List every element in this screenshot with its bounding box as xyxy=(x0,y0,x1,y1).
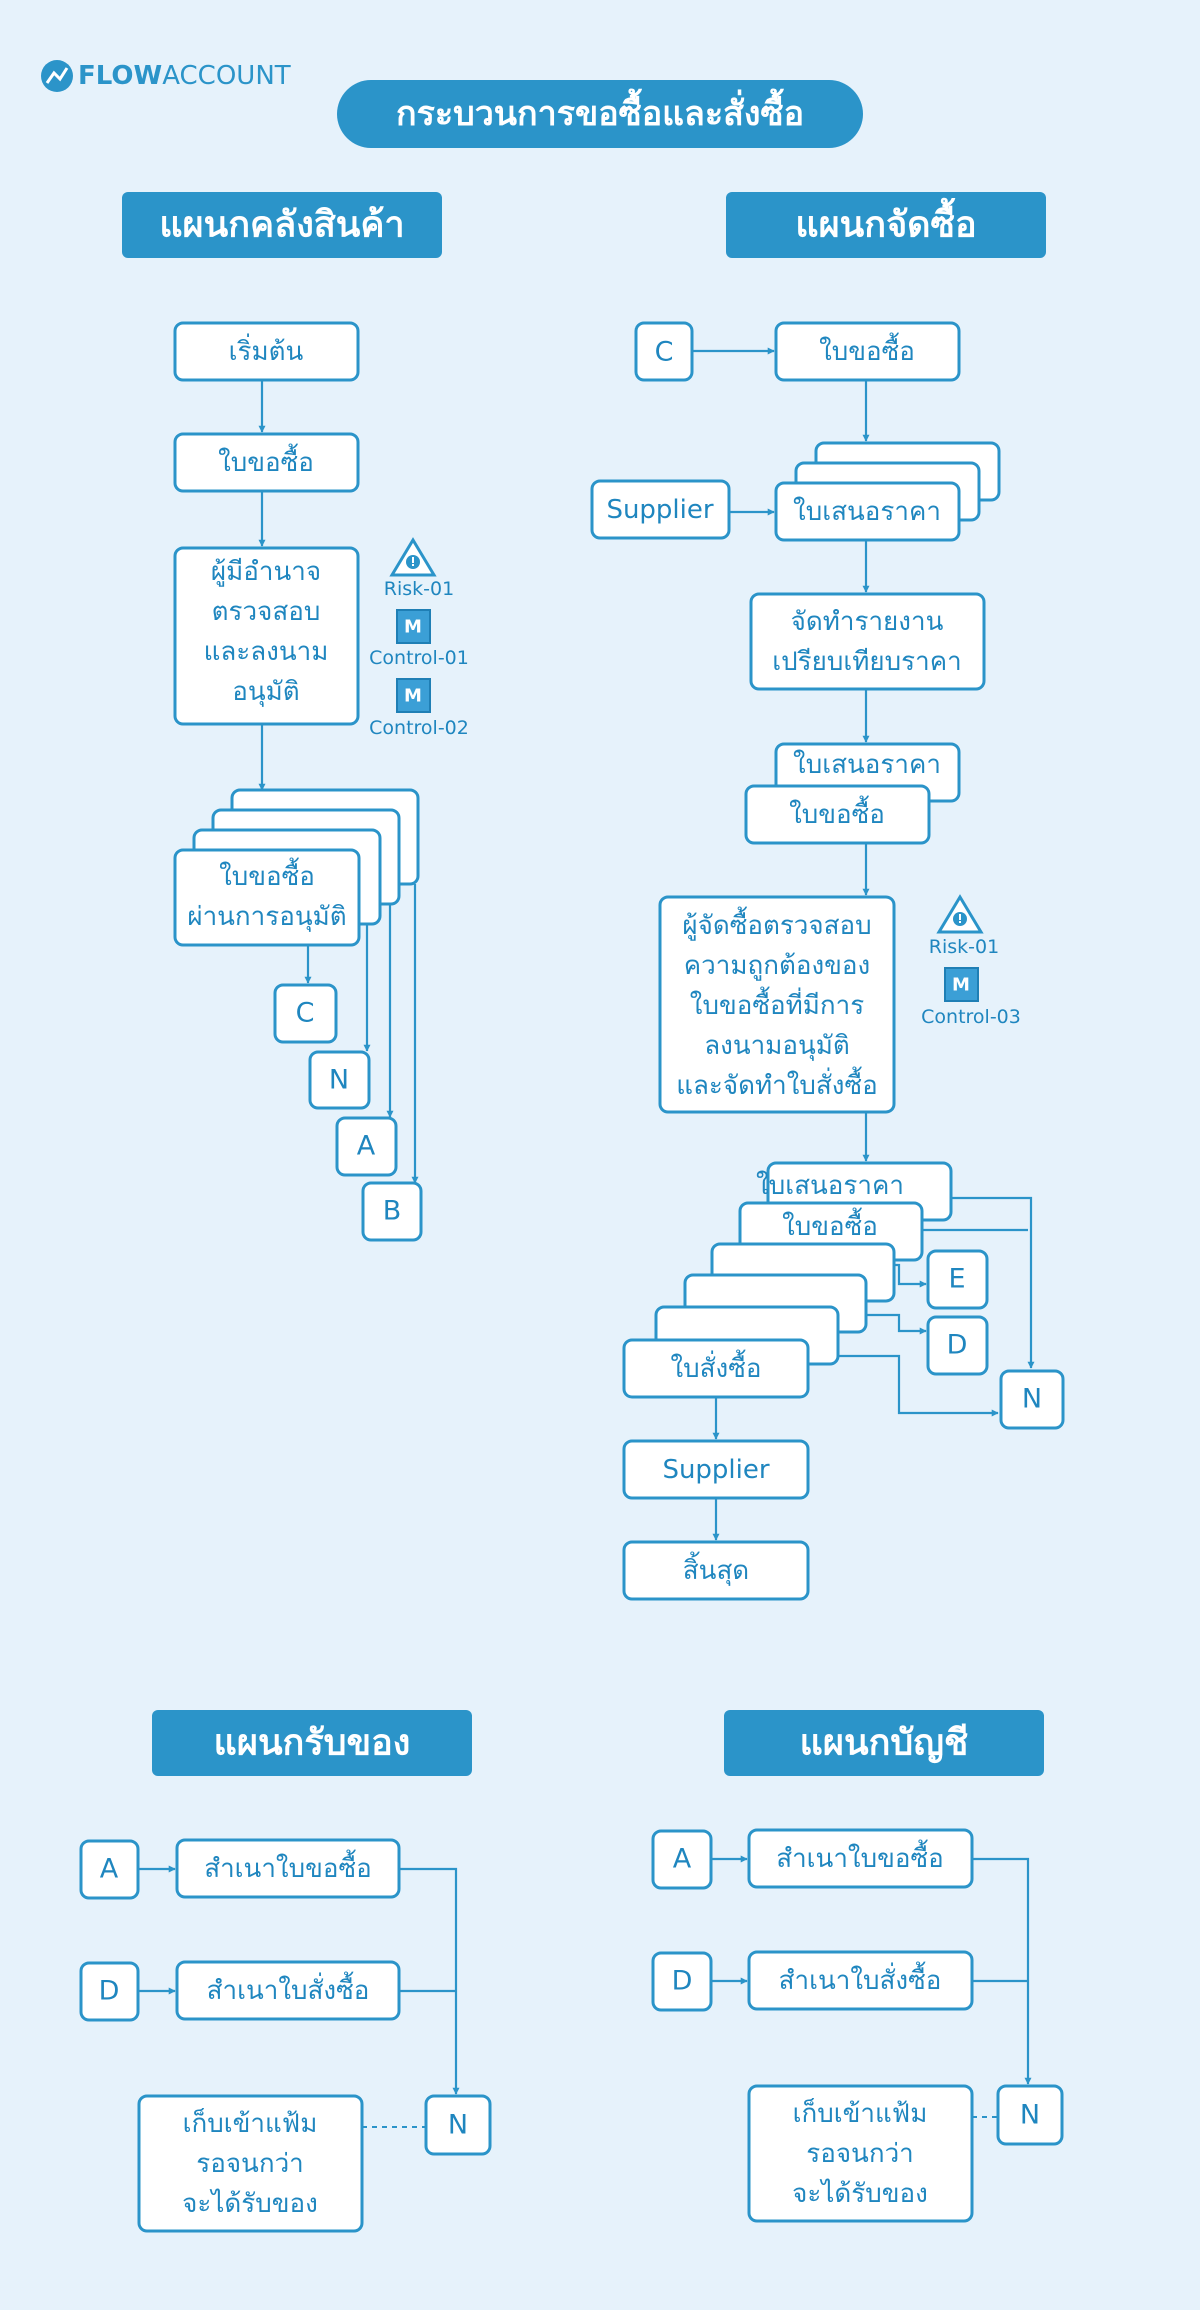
compare-report-line-1: จัดทำรายงาน xyxy=(791,607,944,637)
compare-report-line-2: เปรียบเทียบราคา xyxy=(772,647,961,677)
connector-n-in xyxy=(999,1369,1065,1430)
control-03-label: Control-03 xyxy=(921,1006,1021,1028)
logo-rest: ACCOUNT xyxy=(162,61,291,91)
purchasing-supplier-final-label: Supplier xyxy=(662,1455,769,1485)
receiving-connector-d-label: D xyxy=(99,1976,120,2007)
accounting-file-line-2: รอจนกว่า xyxy=(806,2139,914,2169)
header-accounting-label: แผนกบัญชี xyxy=(800,1723,969,1764)
approver-line-3: และลงนาม xyxy=(204,637,329,667)
warehouse-pr xyxy=(173,432,360,493)
receiving-connector-n-label: N xyxy=(448,2110,468,2141)
receiving-file xyxy=(137,2094,364,2233)
purchasing-pr-label: ใบขอซื้อ xyxy=(819,332,915,367)
logo-bold: FLOW xyxy=(78,61,162,91)
connector-d-out-label: D xyxy=(947,1330,968,1361)
purchasing-end xyxy=(622,1540,810,1601)
connector-a-out xyxy=(335,1116,398,1177)
compare-report xyxy=(749,592,986,691)
control-01-label: Control-01 xyxy=(369,647,469,669)
control-01-icon xyxy=(396,609,431,644)
pr-attached xyxy=(744,784,931,845)
accounting-file xyxy=(747,2084,974,2223)
connector-d-out xyxy=(926,1315,989,1376)
buyer-review-line-3: ใบขอซื้อที่มีการ xyxy=(690,986,864,1021)
control-03-m: M xyxy=(952,975,970,996)
approver-line-1: ผู้มีอำนาจ xyxy=(211,557,321,587)
accounting-connector-n-label: N xyxy=(1020,2100,1040,2131)
header-accounting xyxy=(724,1710,1044,1776)
control-02-label: Control-02 xyxy=(369,717,469,739)
control-02-icon xyxy=(396,678,431,713)
quotation-final-label: ใบเสนอราคา xyxy=(756,1171,904,1201)
connector-n-in-label: N xyxy=(1022,1384,1042,1415)
warehouse-start xyxy=(173,321,360,382)
connector-e-out-label: E xyxy=(948,1264,965,1295)
header-receiving xyxy=(152,1710,472,1776)
buyer-review-line-1: ผู้จัดซื้อตรวจสอบ xyxy=(682,906,871,941)
accounting-connector-n xyxy=(996,2084,1064,2146)
approved-pr xyxy=(173,848,361,947)
connector-b-out-label: B xyxy=(383,1196,402,1227)
purchase-order-label: ใบสั่งซื้อ xyxy=(670,1349,761,1384)
receiving-pr-copy-label: สำเนาใบขอซื้อ xyxy=(204,1849,372,1884)
accounting-po-copy-label: สำเนาใบสั่งซื้อ xyxy=(779,1961,942,1996)
receiving-connector-a-label: A xyxy=(100,1854,119,1885)
purchasing-end-label: สิ้นสุด xyxy=(683,1551,749,1586)
purchasing-supplier xyxy=(590,479,731,540)
connector-c-out-label: C xyxy=(296,998,315,1029)
header-warehouse xyxy=(122,192,442,258)
buyer-review-line-5: และจัดทำใบสั่งซื้อ xyxy=(676,1066,878,1101)
warehouse-risk-label: Risk-01 xyxy=(384,578,454,600)
purchasing-risk-label: Risk-01 xyxy=(929,936,999,958)
svg-text:FLOWACCOUNT: FLOWACCOUNT xyxy=(78,61,291,91)
accounting-file-line-1: เก็บเข้าแฟ้ม xyxy=(793,2097,928,2129)
header-warehouse-label: แผนกคลังสินค้า xyxy=(159,205,404,246)
accounting-connector-d-label: D xyxy=(672,1966,693,1997)
accounting-pr-copy-label: สำเนาใบขอซื้อ xyxy=(776,1839,944,1874)
connector-n-out xyxy=(308,1050,371,1110)
receiving-connector-n xyxy=(424,2094,492,2156)
connector-n-out-label: N xyxy=(329,1065,349,1096)
control-02-m: M xyxy=(404,686,422,707)
accounting-connector-a-label: A xyxy=(673,1844,692,1875)
control-03-icon xyxy=(944,967,979,1002)
warehouse-start-label: เริ่มต้น xyxy=(229,333,304,367)
connector-a-out-label: A xyxy=(357,1131,376,1162)
quotation-attached-label: ใบเสนอราคา xyxy=(793,750,941,780)
buyer-review xyxy=(658,895,896,1114)
approver-line-2: ตรวจสอบ xyxy=(212,597,321,627)
control-01-m: M xyxy=(404,617,422,638)
warehouse-pr-label: ใบขอซื้อ xyxy=(218,443,314,478)
receiving-po-copy-label: สำเนาใบสั่งซื้อ xyxy=(207,1971,370,2006)
buyer-review-line-2: ความถูกต้องของ xyxy=(684,951,871,981)
buyer-review-line-4: ลงนามอนุมัติ xyxy=(704,1031,850,1061)
header-receiving-label: แผนกรับของ xyxy=(214,1723,411,1764)
connector-c-in-label: C xyxy=(655,337,674,368)
approver-line-4: อนุมัติ xyxy=(232,677,299,707)
connector-b-out xyxy=(361,1181,423,1242)
purchasing-pr xyxy=(774,321,961,382)
page-title: กระบวนการขอซื้อและสั่งซื้อ xyxy=(396,88,804,134)
purchasing-quotation-label: ใบเสนอราคา xyxy=(793,497,941,527)
receiving-file-line-3: จะได้รับของ xyxy=(182,2188,318,2219)
header-purchasing-label: แผนกจัดซื้อ xyxy=(795,198,976,246)
flowaccount-logo: FLOWACCOUNT xyxy=(41,60,291,92)
receiving-file-line-2: รอจนกว่า xyxy=(196,2149,304,2179)
pr-final-label: ใบขอซื้อ xyxy=(782,1207,878,1242)
purchasing-supplier-label: Supplier xyxy=(606,495,713,525)
approved-pr-line-1: ใบขอซื้อ xyxy=(219,857,315,892)
purchasing-quotation xyxy=(774,481,961,542)
connector-c-out xyxy=(273,983,338,1044)
receiving-file-line-1: เก็บเข้าแฟ้ม xyxy=(183,2107,318,2139)
accounting-file-line-3: จะได้รับของ xyxy=(792,2178,928,2209)
title-pill xyxy=(337,80,863,148)
approved-pr-line-2: ผ่านการอนุมัติ xyxy=(187,902,346,932)
connector-e-out xyxy=(926,1249,989,1310)
pr-attached-label: ใบขอซื้อ xyxy=(789,795,885,830)
header-purchasing xyxy=(726,192,1046,258)
warehouse-approver xyxy=(173,546,360,726)
